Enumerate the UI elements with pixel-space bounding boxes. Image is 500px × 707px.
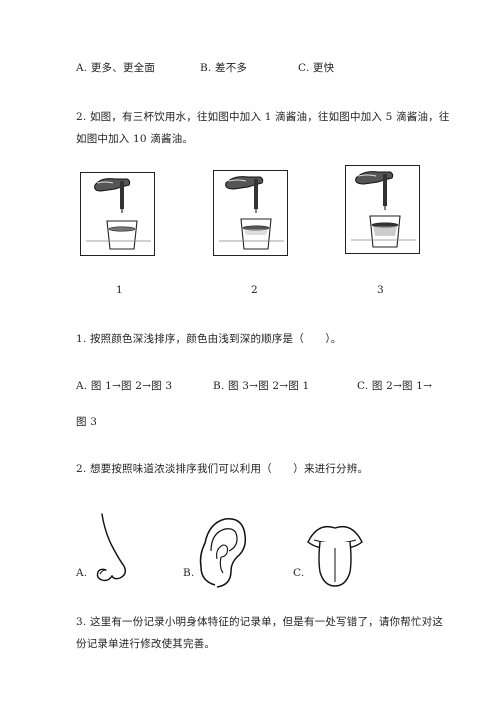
option-a-prev: A. 更多、更全面 bbox=[76, 62, 156, 74]
ear-icon bbox=[199, 518, 247, 588]
figure-label-3: 3 bbox=[377, 284, 384, 296]
q2-text-line1: 2. 如图，有三杯饮用水，往如图中加入 1 滴酱油，往如图中加入 5 滴酱油，往 bbox=[76, 111, 450, 123]
tongue-icon bbox=[307, 525, 363, 587]
dropper-cup-2-icon bbox=[219, 176, 284, 250]
figure-label-2: 2 bbox=[251, 284, 258, 296]
option-c-prev: C. 更快 bbox=[298, 62, 335, 74]
option-b-prev: B. 差不多 bbox=[200, 62, 248, 74]
sub2-option-a: A. bbox=[76, 567, 88, 579]
dropper-cup-3-icon bbox=[351, 171, 416, 248]
sub1-option-c: C. 图 2→图 1→ bbox=[357, 380, 433, 392]
sub1-option-a: A. 图 1→图 2→图 3 bbox=[76, 380, 173, 392]
nose-icon bbox=[96, 513, 127, 582]
tongue-figure bbox=[304, 516, 366, 588]
sub1-question: 1. 按照颜色深浅排序，颜色由浅到深的顺序是（ ）。 bbox=[76, 333, 342, 345]
dropper-cup-1-icon bbox=[86, 178, 151, 250]
sub1-option-b: B. 图 3→图 2→图 1 bbox=[213, 380, 310, 392]
sub3-text-line1: 3. 这里有一份记录小明身体特征的记录单，但是有一处写错了，请你帮忙对这 bbox=[76, 616, 444, 628]
sub2-option-c: C. bbox=[293, 567, 305, 579]
sub1-option-c-wrap: 图 3 bbox=[76, 416, 98, 428]
nose-figure bbox=[84, 512, 134, 592]
sub2-option-b: B. bbox=[183, 567, 195, 579]
figure-cup-3 bbox=[345, 165, 420, 254]
ear-figure bbox=[193, 515, 248, 590]
sub2-question: 2. 想要按照味道浓淡排序我们可以利用（ ）来进行分辨。 bbox=[76, 463, 369, 475]
sub3-text-line2: 份记录单进行修改使其完善。 bbox=[76, 638, 216, 650]
q2-text-line2: 如图中加入 10 滴酱油。 bbox=[76, 133, 194, 145]
figure-cup-1 bbox=[80, 172, 155, 256]
figure-cup-2 bbox=[213, 170, 288, 256]
figure-label-1: 1 bbox=[116, 284, 123, 296]
